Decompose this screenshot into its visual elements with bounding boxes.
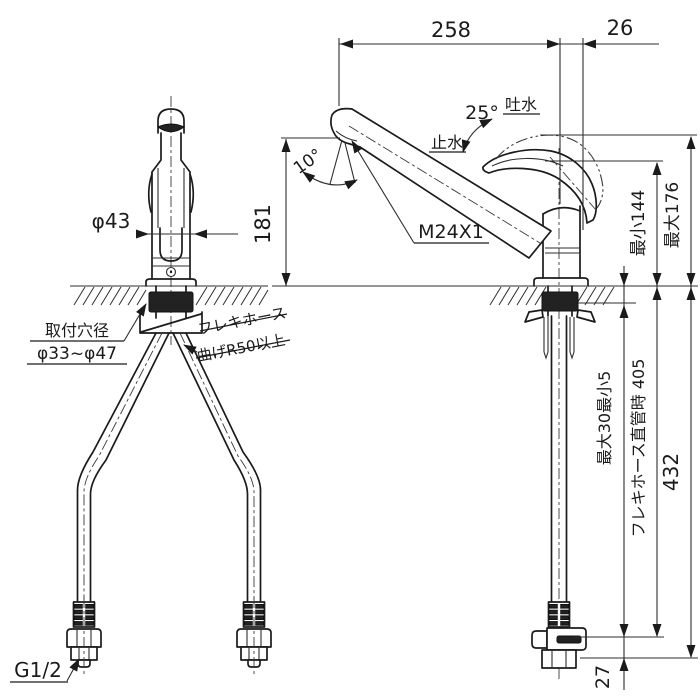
dim-hose-straight: フレキホース直管時 405 [629,359,648,538]
dim-reach: 258 [431,18,471,42]
hose-end-right [235,595,273,678]
mounting-nut-side [541,291,579,312]
side-view [330,107,615,680]
dim-body-diameter: φ43 [92,209,131,233]
label-outlet-thread: M24X1 [418,221,484,243]
dim-rear-offset: 26 [607,16,634,40]
lever-raised-phantom [495,134,604,209]
hose-end-left [65,595,103,678]
dim-deck-thickness: 最大30最小5 [595,371,614,466]
label-discharge-angle: 25° [465,102,499,124]
dim-under-counter: 432 [659,453,683,491]
dim-min-clearance: 最小144 [629,190,649,256]
label-connection-thread: G1/2 [14,658,62,682]
label-mount-hole-1: 取付穴径 [45,321,109,340]
mounting-nut-front [148,291,194,313]
dim-fitting-height: 27 [592,665,614,689]
label-shutoff: 止水 [431,133,463,152]
spout [330,107,552,259]
lever [482,148,598,224]
lever-top-front [157,123,185,133]
label-discharge: 吐水 [505,95,537,114]
dim-height-outlet: 181 [251,204,275,244]
dim-max-clearance: 最大176 [663,182,683,248]
dimensions [10,38,698,690]
label-mount-hole-2: φ33~φ47 [37,344,117,364]
front-view [65,96,273,678]
label-tip-swing: 10° [290,145,326,179]
elbow-fitting [531,630,548,649]
